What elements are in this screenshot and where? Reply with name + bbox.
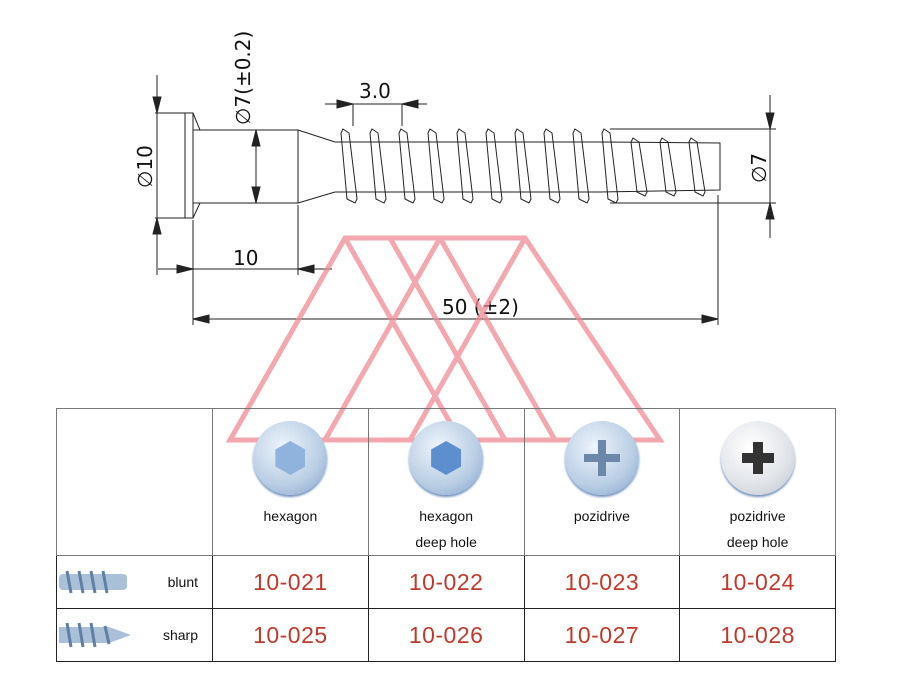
column-label: pozidrive [729,508,786,524]
product-code-table: hexagon hexagon deep hole pozidrive pozi… [56,408,836,662]
thread-crest [456,128,474,204]
row-label: sharp [162,627,198,643]
shank-length-label: 10 [233,246,258,270]
thread-crest [427,128,445,204]
row-label-cell: sharp [56,608,213,662]
hexagon-deep-socket-head-icon [409,421,484,495]
column-label: hexagon [419,508,473,524]
product-code: 10-021 [212,555,369,609]
thread-crest [688,137,706,197]
product-code: 10-028 [679,608,836,662]
column-hexagon: hexagon [212,408,369,556]
thread-crest [659,137,677,197]
column-label: pozidrive [573,508,630,524]
product-code: 10-025 [212,608,369,662]
thread-pitch-label: 3.0 [359,79,391,103]
product-code: 10-027 [523,608,681,662]
column-label: hexagon [263,508,318,524]
thread-crest [398,128,416,204]
column-sublabel: deep hole [415,534,477,550]
thread-crest [340,128,358,204]
product-code: 10-023 [523,555,681,609]
column-hexagon-deep-hole: hexagon deep hole [367,408,525,556]
column-pozidrive-deep-hole: pozidrive deep hole [679,408,836,556]
pozidrive-deep-head-icon [720,421,795,495]
head-diameter-label: ∅10 [133,145,157,188]
row-label-cell: blunt [56,555,213,609]
product-code: 10-026 [367,608,525,662]
table-row-sharp: sharp 10-025 10-026 10-027 10-028 [56,608,836,662]
shank-diameter-label: ∅7(±0.2) [231,31,255,125]
blunt-screw-tip-icon [59,570,127,594]
hexagon-socket-head-icon [253,421,328,495]
table-row-blunt: blunt 10-021 10-022 10-023 10-024 [56,555,836,609]
thread-crest [572,128,590,204]
product-code: 10-024 [679,555,836,609]
column-sublabel: deep hole [726,534,789,550]
thread-crest [369,128,387,204]
thread-crest [485,128,503,204]
thread-crest [543,128,561,204]
empty-corner-cell [56,408,213,556]
thread-diameter-label: ∅7 [747,153,771,183]
product-code: 10-022 [367,555,525,609]
column-pozidrive: pozidrive [523,408,681,556]
thread-crest [630,137,648,197]
thread-crest [514,128,532,204]
screw-outline [184,112,721,219]
sharp-screw-tip-icon [59,622,131,648]
row-label: blunt [167,574,198,590]
pozidrive-head-icon [564,421,639,495]
dimension-lines [152,75,776,325]
